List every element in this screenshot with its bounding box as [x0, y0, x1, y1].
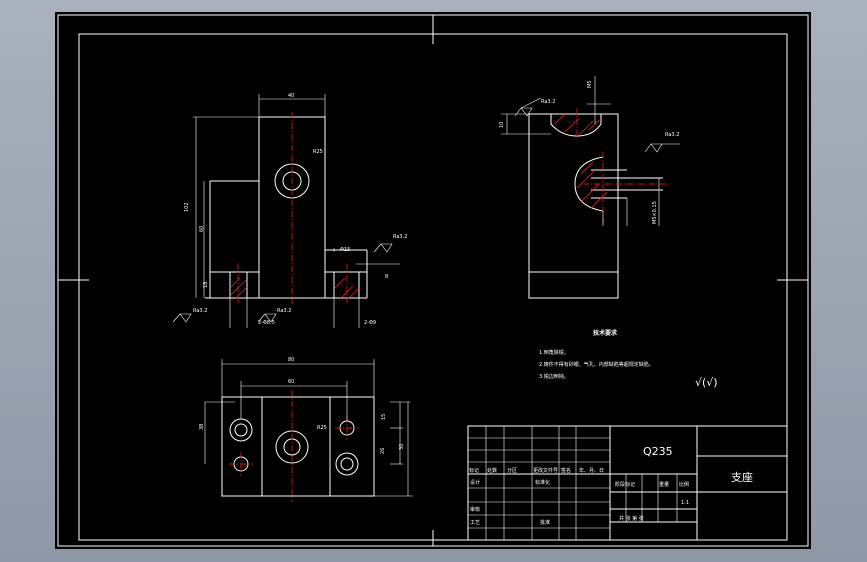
tb-approve: 批准: [540, 519, 550, 526]
dim-front-mid: 60: [199, 226, 205, 232]
inner-border: [78, 33, 788, 541]
dim-side-left: 10: [499, 122, 505, 128]
part-name: 支座: [731, 470, 753, 484]
outer-border: [57, 14, 809, 547]
tb-count: 处数: [487, 467, 497, 474]
dim-top-radius: R25: [317, 425, 327, 431]
tb-weight: 重量: [659, 481, 669, 488]
dim-top-total: 30: [399, 444, 405, 450]
rough-side-top: Ra3.2: [541, 99, 555, 105]
cad-drawing[interactable]: 40 102 60 18 R25 Φ15 Ra3.2 Ra3.2 Ra3.2 8…: [55, 12, 811, 549]
dim-top-inner: 60: [288, 379, 294, 385]
tech-req-item-2: 2.铸件不得有砂眼、气孔、内部缺陷等超规定缺陷。: [539, 361, 654, 368]
tb-sheets: 共 张 第 张: [619, 515, 644, 522]
rough-front-right: Ra3.2: [393, 234, 407, 240]
tech-req-item-1: 1.倒角除锐。: [539, 349, 569, 356]
title-block: [467, 425, 788, 541]
dim-top-right-h: 26: [380, 448, 386, 454]
tb-designer: 设计: [470, 479, 480, 486]
material-label: Q235: [643, 445, 673, 458]
tb-process: 工艺: [470, 520, 480, 526]
dim-side-top: M5: [587, 81, 593, 89]
roughness-note: √(√): [695, 376, 718, 389]
dim-bottom-left: 2-Φ8.5: [258, 320, 275, 326]
dim-front-low: 18: [203, 282, 209, 288]
tb-date: 年、月、日: [579, 467, 604, 474]
tb-zone: 分区: [507, 467, 517, 474]
tb-stage: 阶段标记: [615, 481, 635, 488]
tb-signature: 签名: [561, 467, 571, 474]
tb-scale-value: 1:1: [681, 500, 689, 506]
tb-checker: 审核: [470, 506, 480, 513]
dim-side-8: 8: [385, 274, 388, 280]
rough-front-bottom: Ra3.2: [277, 308, 291, 314]
dim-top-small: 15: [381, 414, 387, 420]
dim-counterbore: Φ15: [340, 247, 350, 253]
top-view: [204, 359, 413, 502]
tech-req-item-3: 3.锐边倒钝。: [539, 373, 569, 380]
rough-side-right: Ra3.2: [665, 132, 679, 138]
side-view: [501, 76, 680, 299]
dim-front-top: 40: [288, 93, 294, 99]
dim-top-left-h: 38: [199, 424, 205, 430]
tech-req-heading: 技术要求: [593, 329, 618, 337]
tb-scale-label: 比例: [679, 481, 689, 488]
front-view: [172, 94, 400, 328]
rough-front-left: Ra3.2: [193, 308, 207, 314]
dim-hole-radius: R25: [313, 149, 323, 155]
dim-bottom-right: 2-Φ9: [364, 320, 376, 326]
tb-standardize: 标准化: [535, 479, 550, 486]
drawing-sheet[interactable]: 40 102 60 18 R25 Φ15 Ra3.2 Ra3.2 Ra3.2 8…: [55, 12, 811, 549]
tb-change-doc: 更改文件号: [533, 467, 558, 474]
dim-top-width: 80: [288, 357, 294, 363]
dim-front-height: 102: [184, 202, 190, 212]
tb-mark: 标记: [469, 467, 479, 474]
dim-side-depth: M5×0.15: [652, 201, 658, 224]
